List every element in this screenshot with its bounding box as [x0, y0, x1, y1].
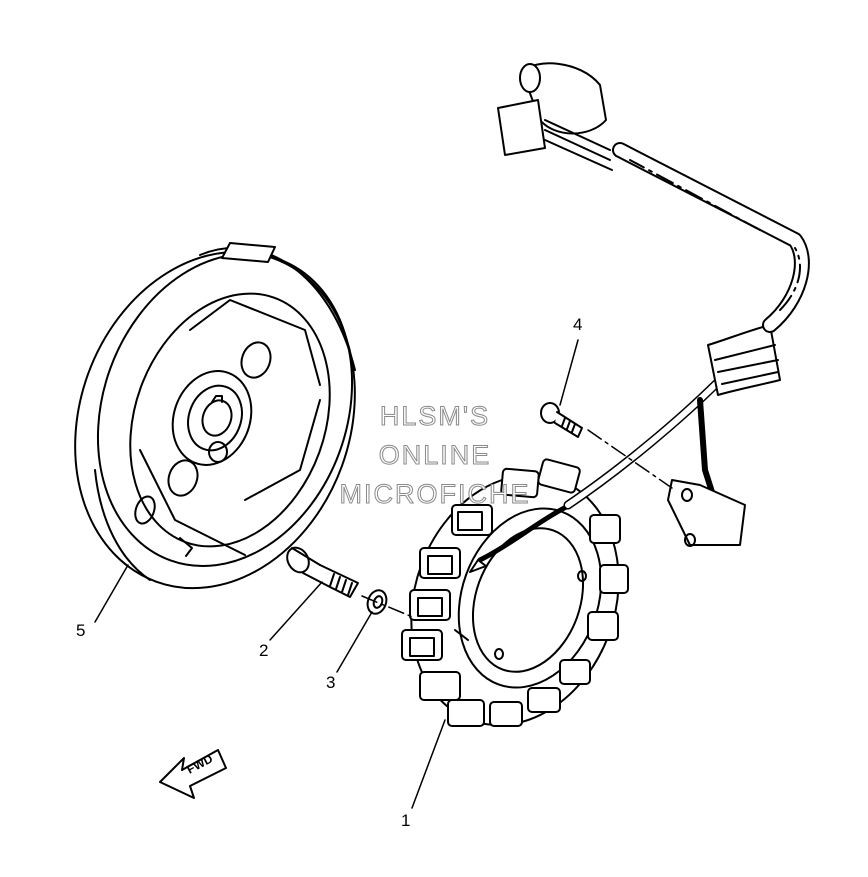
fwd-arrow-icon [159, 749, 227, 799]
rotor-part-5 [74, 242, 356, 590]
screw-part-4 [540, 402, 583, 438]
assembly-centerlines [361, 429, 673, 619]
callout-5: 5 [76, 621, 86, 640]
callout-1: 1 [401, 811, 411, 830]
watermark-line-1: HLSM'S [379, 401, 491, 431]
bolt-part-2 [286, 546, 359, 598]
leader-lines [94, 339, 579, 809]
callout-2: 2 [259, 641, 269, 660]
wire-harness [497, 62, 810, 547]
callout-4: 4 [573, 315, 583, 334]
stator-part-1 [401, 458, 629, 727]
watermark-line-3: MICROFICHE [339, 479, 531, 509]
watermark-line-2: ONLINE [378, 440, 492, 470]
callout-3: 3 [326, 673, 336, 692]
